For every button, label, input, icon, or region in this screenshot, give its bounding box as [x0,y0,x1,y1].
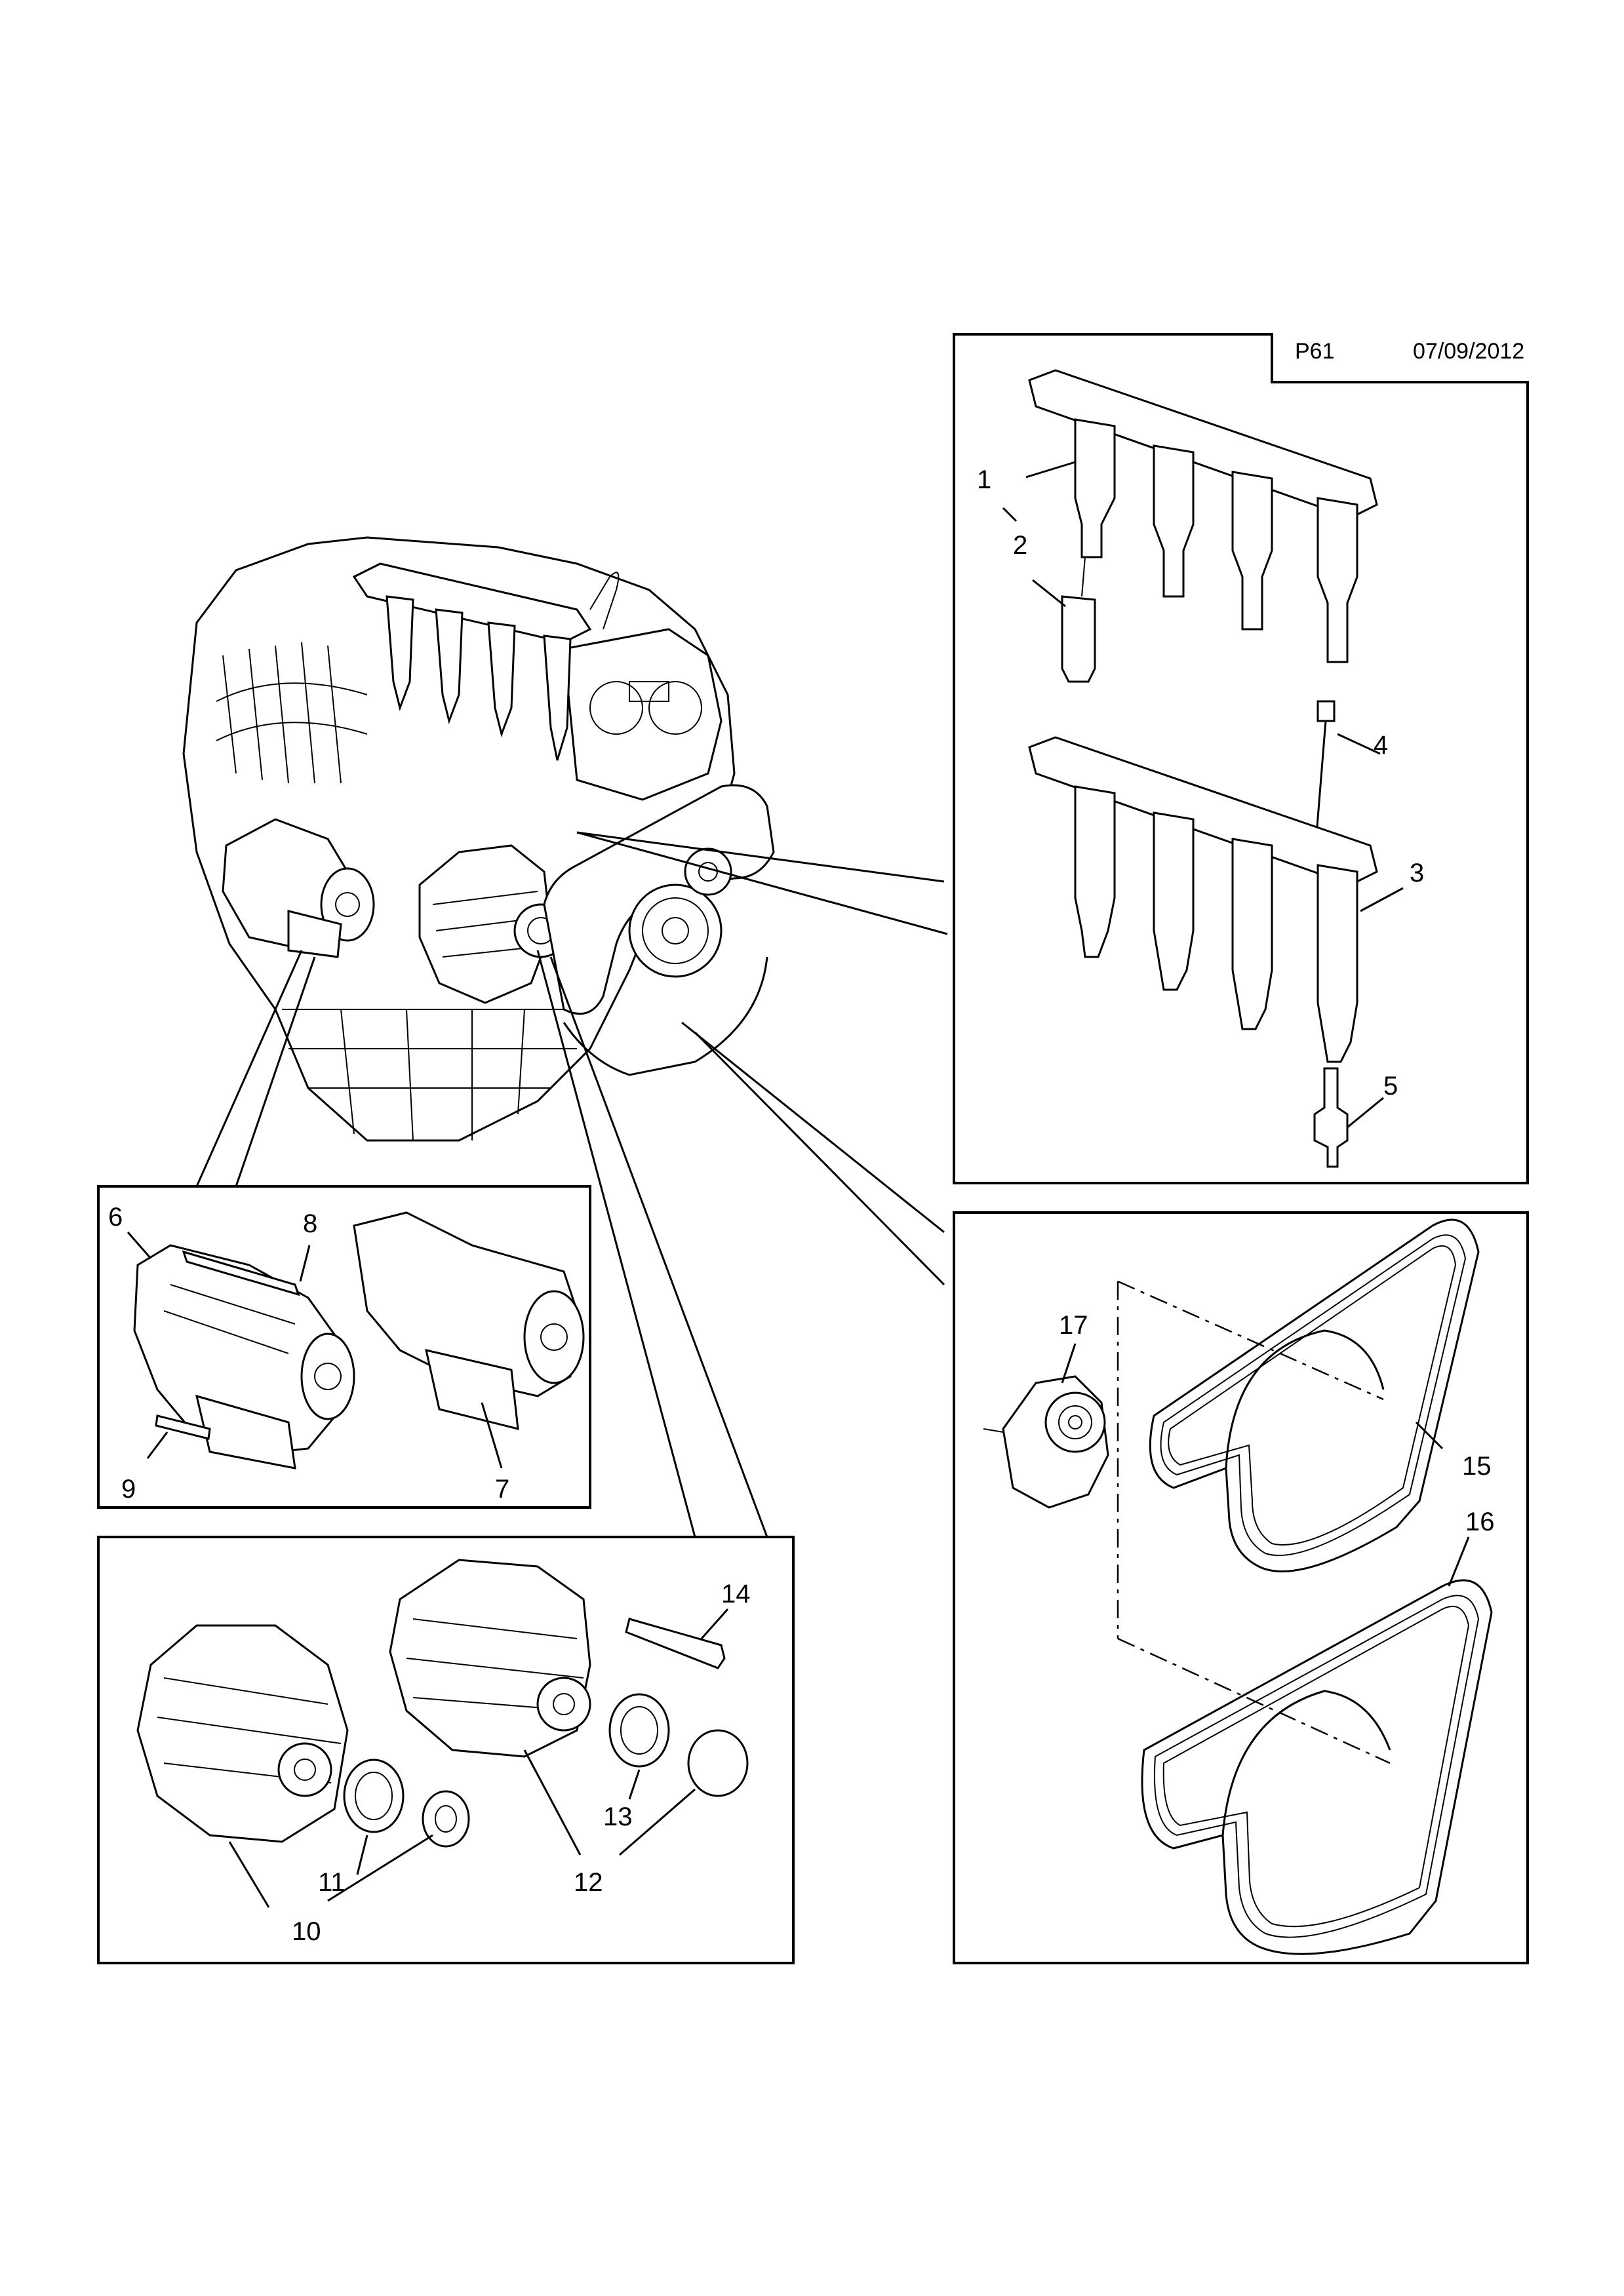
engine-starter-motor [222,818,375,958]
callout-9: 9 [121,1475,136,1504]
ignition-coil-boot [1061,595,1096,683]
callout-13: 13 [603,1802,633,1831]
callout-12: 12 [574,1868,603,1897]
callout-11: 11 [318,1868,346,1897]
pulley-a [343,1759,470,1848]
callout-1: 1 [977,465,991,494]
alternator-panel [97,950,795,1964]
callout-16: 16 [1465,1508,1495,1536]
alternator-a [136,1624,349,1843]
starter-bolt-upper [182,1250,300,1296]
diagram-date: 07/09/2012 [1413,339,1524,364]
ignition-coil-assembly [1028,369,1378,663]
ignition-coil-assembly-lower [1028,736,1378,1063]
callout-15: 15 [1462,1452,1492,1481]
engine-assembly-illustration [182,536,775,1142]
belt-panel [681,1021,1529,1964]
callout-5: 5 [1383,1072,1398,1100]
callout-8: 8 [303,1209,317,1238]
pulley-b [608,1693,749,1797]
callout-14: 14 [721,1580,751,1608]
engine-ignition-coil [352,562,592,761]
callout-2: 2 [1013,531,1027,560]
callout-6: 6 [108,1203,123,1232]
alternator-bolt [625,1618,726,1669]
drive-belt-16 [1141,1579,1493,1955]
ignition-panel: P61 07/09/2012 [953,333,1529,1184]
callout-10: 10 [292,1917,321,1946]
callout-3: 3 [1410,859,1424,887]
starter-bolt-lower [155,1414,211,1440]
callout-17: 17 [1059,1311,1088,1340]
drive-belt-15 [1149,1218,1480,1572]
starter-motor-a [133,1244,355,1469]
belt-tensioner [983,1375,1109,1509]
spark-plug [1313,1067,1349,1168]
callout-4: 4 [1374,731,1388,760]
starter-motor-b [353,1211,585,1430]
callout-7: 7 [495,1475,509,1504]
starter-panel [97,950,591,1509]
page-code: P61 [1295,339,1335,364]
engine-belt-drive [543,784,775,1076]
alternator-b [389,1559,591,1758]
